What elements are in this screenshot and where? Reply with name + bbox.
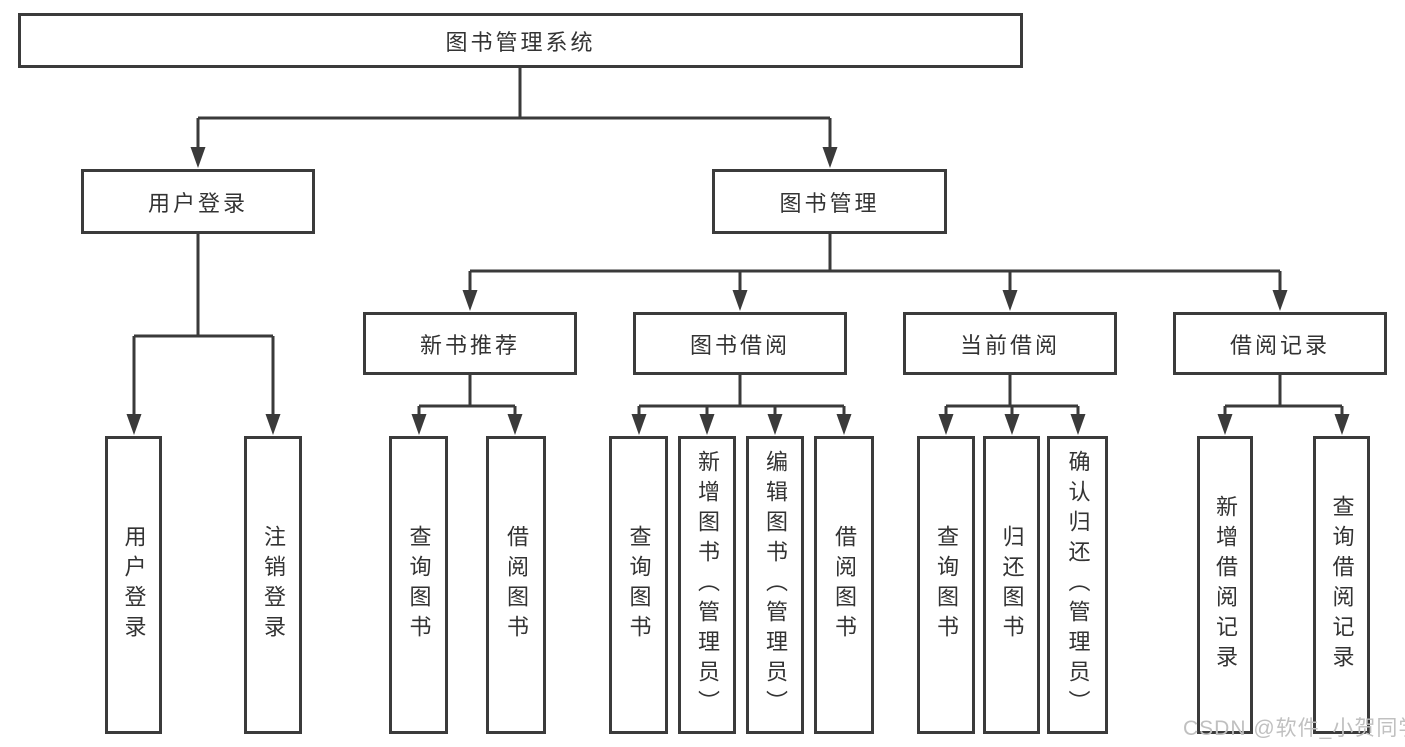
leaf-edit-books-admin: 编辑图书（管理员） <box>746 436 804 734</box>
node-borrowing-records: 借阅记录 <box>1173 312 1387 375</box>
leaf-confirm-return-admin: 确认归还（管理员） <box>1047 436 1108 734</box>
node-current-borrowing: 当前借阅 <box>903 312 1117 375</box>
leaf-add-borrow-record: 新增借阅记录 <box>1197 436 1253 734</box>
node-label: 借阅图书 <box>504 525 529 645</box>
node-library-management-system: 图书管理系统 <box>18 13 1023 68</box>
node-label: 用户登录 <box>147 190 248 216</box>
node-label: 归还图书 <box>999 525 1025 645</box>
leaf-query-books: 查询图书 <box>917 436 975 734</box>
node-label: 图书借阅 <box>689 332 790 358</box>
node-label: 新增图书（管理员） <box>695 450 720 720</box>
node-label: 当前借阅 <box>959 332 1060 358</box>
node-label: 确认归还（管理员） <box>1065 450 1091 720</box>
node-label: 查询图书 <box>626 525 652 645</box>
leaf-user-login: 用户登录 <box>105 436 162 734</box>
node-label: 新书推荐 <box>419 332 520 358</box>
node-label: 查询图书 <box>406 525 432 645</box>
node-label: 新增借阅记录 <box>1213 495 1238 675</box>
leaf-query-borrow-record: 查询借阅记录 <box>1313 436 1370 734</box>
node-new-book-recommend: 新书推荐 <box>363 312 577 375</box>
csdn-watermark: CSDN @软件_小贺同学 <box>1183 717 1405 740</box>
node-label: 查询图书 <box>934 525 959 645</box>
leaf-return-books: 归还图书 <box>983 436 1040 734</box>
node-label: 借阅记录 <box>1229 332 1330 358</box>
node-book-borrowing: 图书借阅 <box>633 312 847 375</box>
leaf-logout: 注销登录 <box>244 436 302 734</box>
leaf-query-books: 查询图书 <box>389 436 448 734</box>
node-label: 图书管理 <box>779 190 880 216</box>
leaf-borrow-books: 借阅图书 <box>486 436 546 734</box>
leaf-borrow-books: 借阅图书 <box>814 436 874 734</box>
node-user-login: 用户登录 <box>81 169 315 234</box>
leaf-add-books-admin: 新增图书（管理员） <box>678 436 736 734</box>
node-label: 图书管理系统 <box>445 29 596 55</box>
leaf-query-books: 查询图书 <box>609 436 668 734</box>
node-label: 借阅图书 <box>832 525 857 645</box>
node-label: 用户登录 <box>121 525 147 645</box>
node-book-management: 图书管理 <box>712 169 947 234</box>
node-label: 注销登录 <box>261 525 286 645</box>
node-label: 编辑图书（管理员） <box>763 450 788 720</box>
node-label: 查询借阅记录 <box>1329 495 1355 675</box>
